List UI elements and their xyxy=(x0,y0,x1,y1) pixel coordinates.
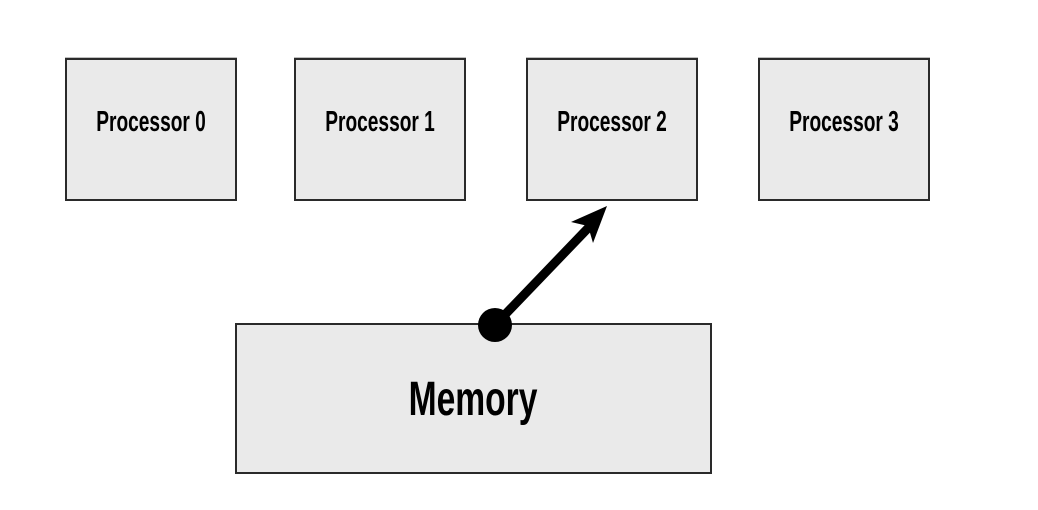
memory-box: Memory xyxy=(235,323,712,474)
processor-0-label: Processor 0 xyxy=(96,106,206,138)
memory-label: Memory xyxy=(409,373,538,426)
arrow-line xyxy=(491,220,596,329)
processor-1-label: Processor 1 xyxy=(325,106,435,138)
processor-3-box: Processor 3 xyxy=(758,58,930,201)
processor-3-label: Processor 3 xyxy=(789,106,899,138)
processor-2-label: Processor 2 xyxy=(557,106,667,138)
arrow-head-icon xyxy=(571,206,607,243)
processor-0-box: Processor 0 xyxy=(65,58,237,201)
processor-2-box: Processor 2 xyxy=(526,58,698,201)
processor-1-box: Processor 1 xyxy=(294,58,466,201)
